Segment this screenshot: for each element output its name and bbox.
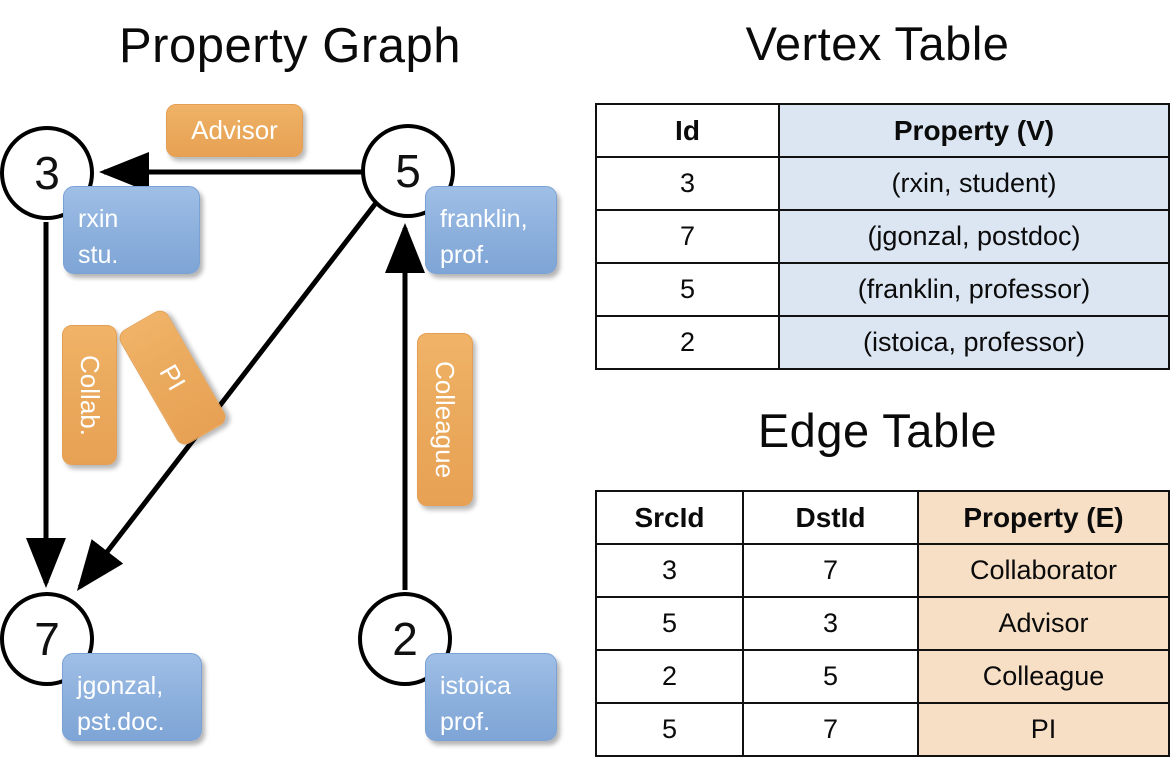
vertex-id-cell: 2 [595, 315, 780, 370]
page-title-edge-table: Edge Table [757, 404, 998, 457]
edge-table-col-dstid: DstId [742, 490, 919, 545]
vertex-table-col-id: Id [595, 103, 780, 158]
vertex-node-2[interactable]: 2 [358, 592, 452, 686]
edge-table-header-row: SrcId DstId Property (E) [595, 490, 1170, 545]
edge-table-col-srcid: SrcId [595, 490, 744, 545]
edge-label-pi-text: PI [153, 359, 193, 396]
vertex-property-line-2: prof. [440, 241, 491, 269]
vertex-property-box-7: jgonzal, pst.doc. [62, 653, 202, 741]
vertex-id-cell: 5 [595, 262, 780, 317]
table-row[interactable]: 5 3 Advisor [595, 596, 1170, 651]
vertex-id-cell: 3 [595, 156, 780, 211]
vertex-id-cell: 7 [595, 209, 780, 264]
table-row[interactable]: 5 7 PI [595, 702, 1170, 757]
vertex-property-line-2: prof. [440, 708, 491, 736]
edge-dst-cell: 7 [742, 702, 919, 757]
vertex-property-box-5: franklin, prof. [425, 186, 557, 274]
edge-property-cell: Advisor [917, 596, 1170, 651]
vertex-property-cell: (rxin, student) [778, 156, 1170, 211]
property-graph-canvas: 3 5 7 2 rxin stu. franklin, prof. jgonza… [0, 104, 557, 741]
vertex-node-3-id: 3 [34, 147, 60, 199]
edge-property-cell: PI [917, 702, 1170, 757]
edge-dst-cell: 3 [742, 596, 919, 651]
edge-dst-cell: 5 [742, 649, 919, 704]
edge-label-collab-text: Collab. [75, 354, 105, 436]
table-row[interactable]: 3 7 Collaborator [595, 543, 1170, 598]
vertex-property-line-1: rxin [78, 205, 119, 233]
vertex-node-7-id: 7 [34, 613, 60, 665]
graph-edges-layer [26, 152, 425, 591]
edge-src-cell: 5 [595, 596, 744, 651]
vertex-table-header-row: Id Property (V) [595, 103, 1170, 158]
graph-edge-5-to-7 [76, 197, 381, 591]
edge-label-colleague: Colleague [417, 333, 473, 506]
vertex-property-line-1: franklin, [440, 205, 528, 233]
edge-label-advisor-text: Advisor [191, 115, 278, 145]
vertex-property-box-2: istoica prof. [425, 653, 557, 741]
vertex-property-cell: (franklin, professor) [778, 262, 1170, 317]
edge-src-cell: 5 [595, 702, 744, 757]
table-row[interactable]: 5 (franklin, professor) [595, 262, 1170, 317]
vertex-table-col-property: Property (V) [778, 103, 1170, 158]
edge-label-advisor: Advisor [166, 104, 303, 157]
vertex-table: Id Property (V) 3 (rxin, student) 7 (jgo… [595, 103, 1170, 370]
vertex-property-line-2: stu. [78, 241, 119, 269]
vertex-property-cell: (jgonzal, postdoc) [778, 209, 1170, 264]
edge-label-collab: Collab. [62, 325, 117, 465]
edge-table-col-property: Property (E) [917, 490, 1170, 545]
edge-dst-cell: 7 [742, 543, 919, 598]
vertex-property-line-2: pst.doc. [77, 708, 165, 736]
edge-property-cell: Colleague [917, 649, 1170, 704]
edge-src-cell: 3 [595, 543, 744, 598]
edge-table: SrcId DstId Property (E) 3 7 Collaborato… [595, 490, 1170, 757]
page-title-property-graph: Property Graph [119, 19, 461, 73]
table-row[interactable]: 2 (istoica, professor) [595, 315, 1170, 370]
edge-src-cell: 2 [595, 649, 744, 704]
edge-property-cell: Collaborator [917, 543, 1170, 598]
vertex-node-5-id: 5 [395, 145, 421, 197]
vertex-property-line-1: jgonzal, [77, 672, 164, 700]
table-row[interactable]: 3 (rxin, student) [595, 156, 1170, 211]
edge-label-colleague-text: Colleague [430, 360, 461, 479]
page-title-vertex-table: Vertex Table [745, 17, 1010, 70]
vertex-node-5[interactable]: 5 [361, 124, 455, 218]
vertex-property-box-3: rxin stu. [63, 186, 200, 274]
table-row[interactable]: 2 5 Colleague [595, 649, 1170, 704]
vertex-node-2-id: 2 [392, 613, 418, 665]
vertex-property-cell: (istoica, professor) [778, 315, 1170, 370]
vertex-property-line-1: istoica [440, 672, 511, 700]
table-row[interactable]: 7 (jgonzal, postdoc) [595, 209, 1170, 264]
